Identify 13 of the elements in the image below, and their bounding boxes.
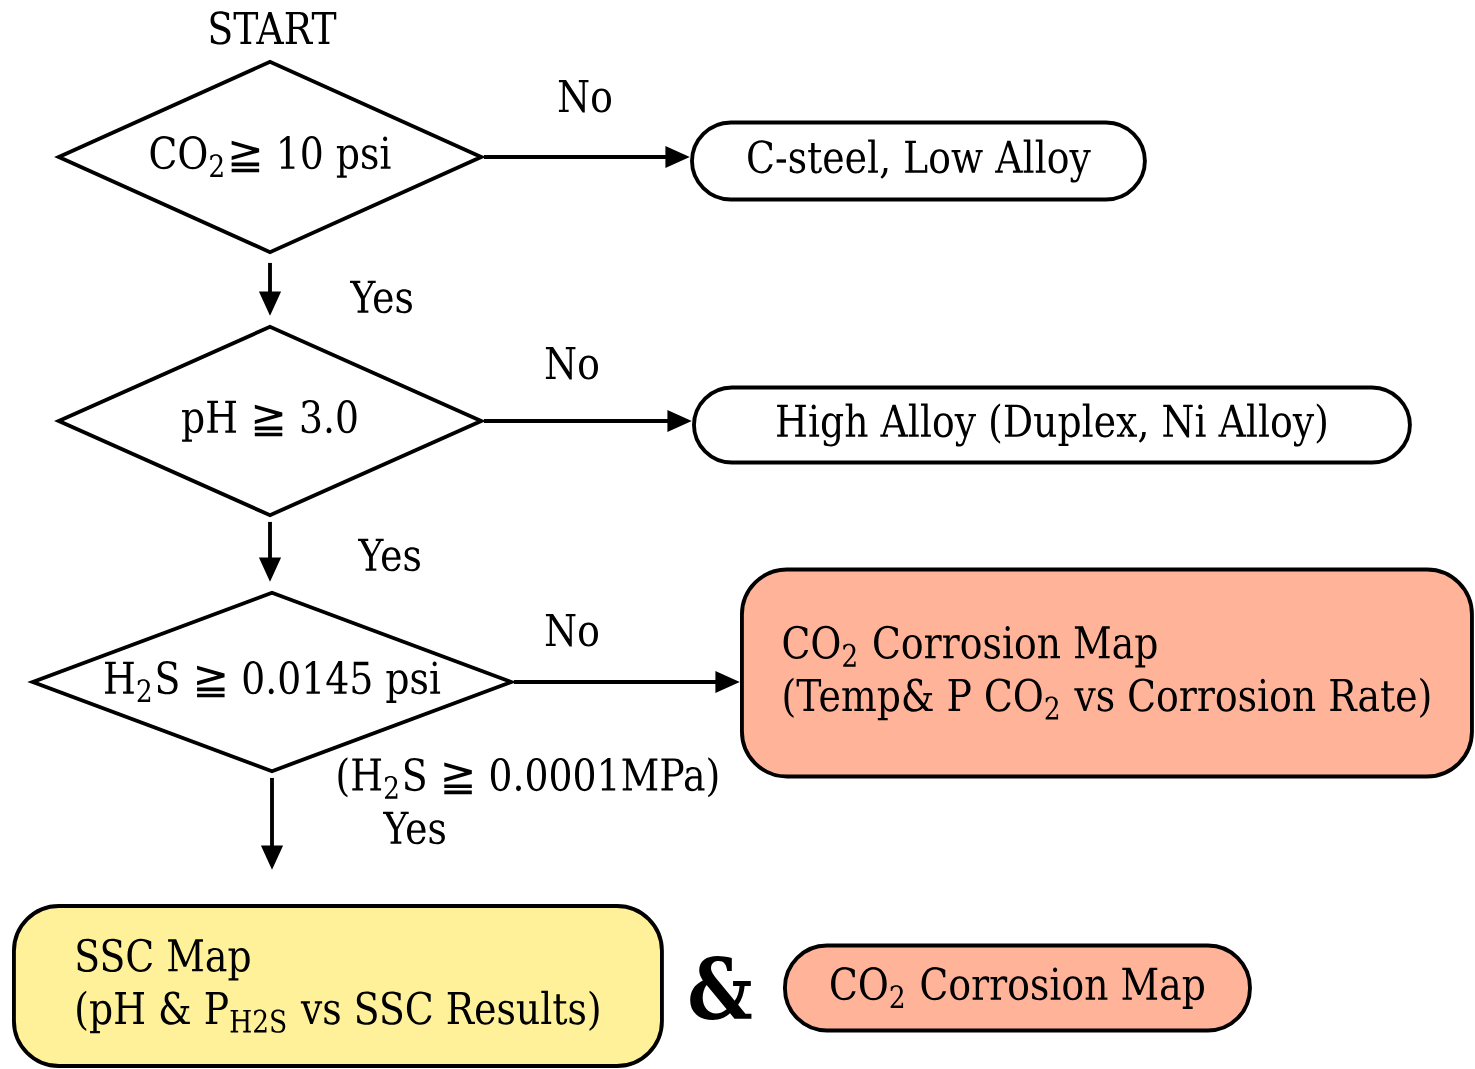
result-box: SSC Map (pH & P$_{H2S}$ vs SSC Results)	[12, 904, 664, 1068]
heading: START	[210, 11, 337, 45]
edge-label: No	[540, 610, 604, 651]
result-box: CO$_{2}$ Corrosion Map (Temp& P CO$_{2}$ vs Corrosion Rate)	[740, 567, 1474, 779]
ampersand-sign: &	[690, 956, 752, 1020]
edge-label: No	[540, 343, 604, 384]
result-box: High Alloy (Duplex, Ni Alloy)	[692, 385, 1412, 465]
result-box: C-steel, Low Alloy	[690, 120, 1147, 202]
edge-label: Yes	[354, 535, 426, 575]
result-box: CO$_{2}$ Corrosion Map	[783, 943, 1252, 1033]
edge-label: No	[553, 76, 617, 117]
edge-label: Yes	[346, 277, 418, 317]
edge-label: Yes	[379, 808, 451, 848]
